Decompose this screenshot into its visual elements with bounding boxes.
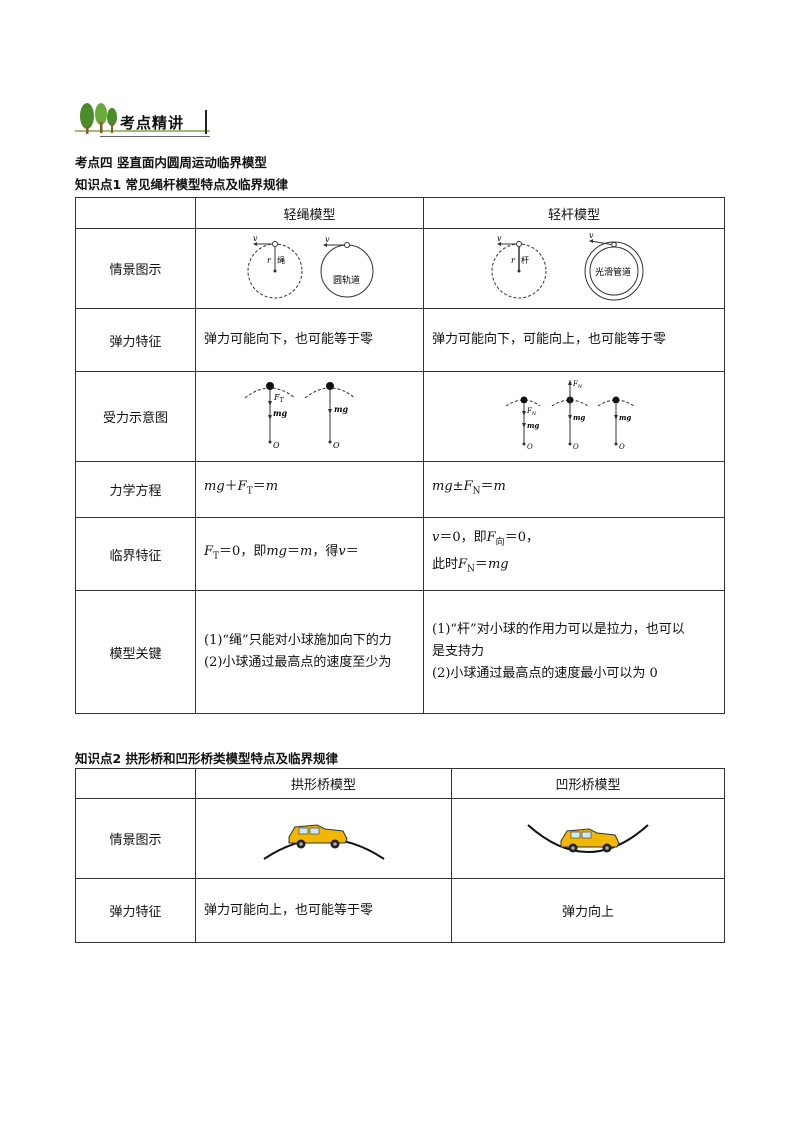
kp1-title: 知识点1 常见绳杆模型特点及临界规律 bbox=[75, 177, 289, 192]
svg-text:O: O bbox=[333, 441, 340, 450]
svg-text:O: O bbox=[619, 443, 625, 451]
rod-equation: mg±FN＝m bbox=[423, 461, 725, 518]
corner-cell bbox=[75, 197, 196, 229]
svg-text:FN: FN bbox=[526, 407, 537, 417]
svg-text:光滑管道: 光滑管道 bbox=[595, 266, 631, 278]
bridge-table: 拱形桥模型 凹形桥模型 情景图示 bbox=[75, 768, 725, 943]
svg-text:mg: mg bbox=[527, 421, 539, 430]
tree-icon bbox=[75, 103, 210, 134]
arch-elastic-text: 弹力可能向上，也可能等于零 bbox=[195, 878, 452, 943]
svg-text:O: O bbox=[573, 443, 579, 451]
svg-text:v: v bbox=[253, 234, 258, 243]
rod-elastic-text: 弹力可能向下，可能向上，也可能等于零 bbox=[423, 308, 725, 372]
svg-text:FN: FN bbox=[572, 380, 583, 390]
rope-critical: FT＝0，即mg＝m，得v＝ bbox=[195, 517, 424, 591]
svg-text:v: v bbox=[497, 234, 502, 243]
svg-text:r: r bbox=[511, 256, 516, 265]
col-rope-header: 轻绳模型 bbox=[195, 197, 424, 229]
svg-text:v: v bbox=[325, 235, 330, 244]
car-icon bbox=[288, 823, 348, 848]
page-title: 考点精讲 bbox=[120, 114, 185, 132]
svg-text:杆: 杆 bbox=[521, 255, 529, 265]
col-concave-header: 凹形桥模型 bbox=[451, 768, 725, 799]
row-scene-label: 情景图示 bbox=[75, 228, 196, 309]
section-title: 考点四 竖直面内圆周运动临界模型 bbox=[75, 155, 267, 170]
header-underline bbox=[100, 136, 210, 137]
arch-bridge-diagram bbox=[195, 798, 452, 879]
rope-equation: mg＋FT＝m bbox=[195, 461, 424, 518]
rope-scene-diagram: v r 绳 v 圆轨道 bbox=[195, 228, 424, 309]
car-icon bbox=[560, 827, 620, 852]
row-equation-label: 力学方程 bbox=[75, 461, 196, 518]
row-scene-label: 情景图示 bbox=[75, 798, 196, 879]
row-key-label: 模型关键 bbox=[75, 590, 196, 714]
svg-text:圆轨道: 圆轨道 bbox=[333, 274, 360, 286]
svg-text:v: v bbox=[589, 233, 594, 240]
svg-text:绳: 绳 bbox=[277, 255, 285, 265]
concave-bridge-diagram bbox=[451, 798, 725, 879]
svg-text:mg: mg bbox=[619, 413, 631, 422]
rope-elastic-text: 弹力可能向下，也可能等于零 bbox=[195, 308, 424, 372]
svg-text:mg: mg bbox=[334, 404, 348, 414]
svg-text:mg: mg bbox=[273, 408, 287, 418]
row-elastic-label: 弹力特征 bbox=[75, 878, 196, 943]
rod-critical: v＝0，即F向＝0， 此时FN＝mg bbox=[423, 517, 725, 591]
svg-text:O: O bbox=[273, 441, 280, 450]
rope-key: (1)“绳”只能对小球施加向下的力 (2)小球通过最高点的速度至少为 bbox=[195, 590, 424, 714]
svg-text:FT: FT bbox=[273, 393, 285, 404]
header-divider bbox=[205, 110, 207, 134]
svg-text:mg: mg bbox=[573, 413, 585, 422]
row-critical-label: 临界特征 bbox=[75, 517, 196, 591]
svg-text:O: O bbox=[527, 443, 533, 451]
rod-scene-diagram: v r 杆 v 光滑管道 bbox=[423, 228, 725, 309]
rod-key: (1)“杆”对小球的作用力可以是拉力，也可以 是支持力 (2)小球通过最高点的速… bbox=[423, 590, 725, 714]
col-arch-header: 拱形桥模型 bbox=[195, 768, 452, 799]
rod-force-diagram: FN mg O FN mg O mg O bbox=[423, 371, 725, 462]
rope-force-diagram: FT mg O mg O bbox=[195, 371, 424, 462]
kp2-title: 知识点2 拱形桥和凹形桥类模型特点及临界规律 bbox=[75, 751, 339, 766]
row-force-label: 受力示意图 bbox=[75, 371, 196, 462]
svg-text:r: r bbox=[267, 256, 272, 265]
concave-elastic-text: 弹力向上 bbox=[451, 878, 725, 943]
rope-rod-table: 轻绳模型 轻杆模型 情景图示 v r 绳 v 圆轨道 bbox=[75, 197, 725, 714]
row-elastic-label: 弹力特征 bbox=[75, 308, 196, 372]
col-rod-header: 轻杆模型 bbox=[423, 197, 725, 229]
corner-cell bbox=[75, 768, 196, 799]
